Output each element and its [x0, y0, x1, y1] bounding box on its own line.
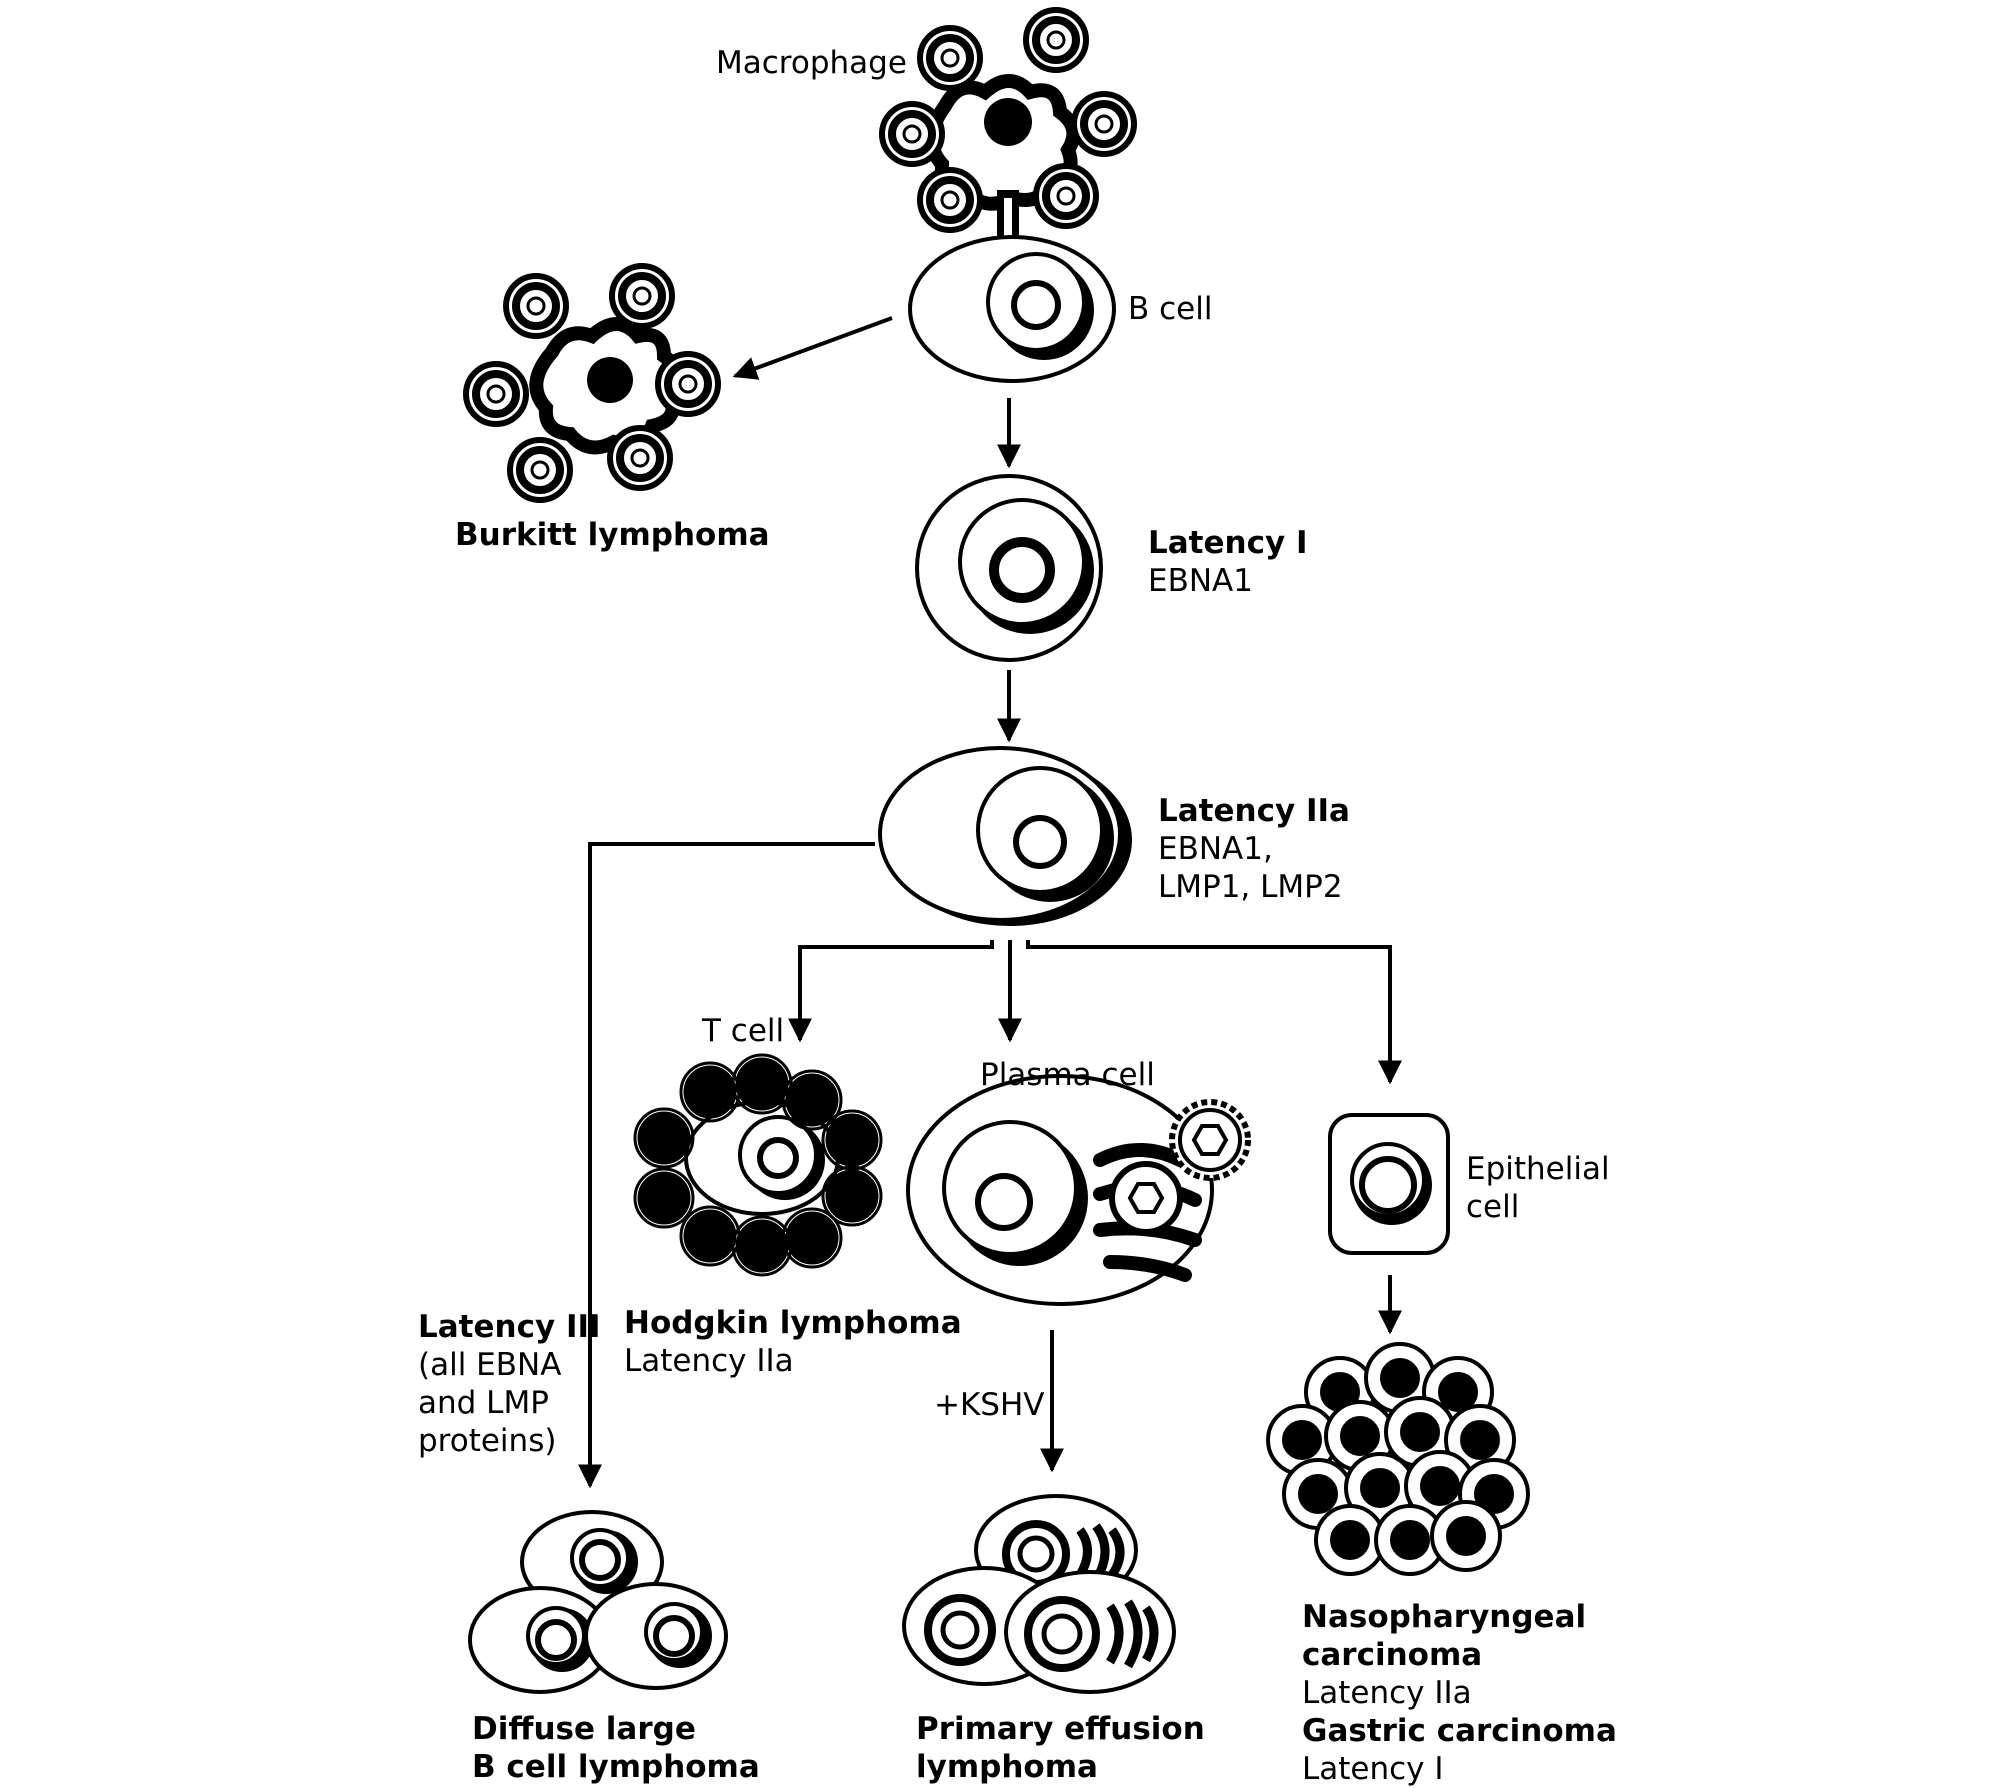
- branch-line: [788, 940, 994, 1043]
- label-dlbcl: Diffuse large B cell lymphoma: [472, 1710, 760, 1786]
- pel-line-2: lymphoma: [916, 1749, 1098, 1785]
- dlbcl-line-2: B cell lymphoma: [472, 1749, 760, 1785]
- label-macrophage: Macrophage: [716, 45, 907, 81]
- label-kshv: +KSHV: [934, 1387, 1045, 1423]
- dlbcl-line-1: Diffuse large: [472, 1711, 696, 1747]
- label-pel: Primary effusion lymphoma: [916, 1710, 1205, 1786]
- npc-line-2: carcinoma: [1302, 1637, 1483, 1673]
- latency3-line-3: proteins): [418, 1423, 557, 1459]
- plasma-cell: [906, 1074, 1251, 1306]
- arrow-bcell-to-burkitt: [732, 316, 893, 380]
- latency2a-genes-2: LMP1, LMP2: [1158, 869, 1343, 905]
- gastric-title: Gastric carcinoma: [1302, 1713, 1617, 1749]
- hodgkin-latency: Latency IIa: [624, 1343, 794, 1379]
- pel-cluster: [902, 1494, 1176, 1694]
- epithelial-line-2: cell: [1466, 1189, 1520, 1225]
- pel-line-1: Primary effusion: [916, 1711, 1205, 1747]
- b-cell: [908, 235, 1116, 383]
- label-t-cell: T cell: [702, 1013, 785, 1049]
- latency1-title: Latency I: [1148, 525, 1308, 561]
- latency1-cell: [915, 474, 1103, 662]
- label-plasma-cell: Plasma cell: [980, 1057, 1155, 1093]
- label-latency2a: Latency IIa EBNA1, LMP1, LMP2: [1158, 792, 1350, 906]
- latency3-title: Latency III: [418, 1309, 601, 1345]
- flow-arrows: [578, 316, 1402, 1489]
- hodgkin-title: Hodgkin lymphoma: [624, 1305, 962, 1341]
- label-b-cell: B cell: [1128, 291, 1213, 327]
- latency2a-title: Latency IIa: [1158, 793, 1350, 829]
- latency3-line-2: and LMP: [418, 1385, 549, 1421]
- arrow-to-epithelial: [1026, 940, 1402, 1085]
- dlbcl-cluster: [468, 1510, 728, 1694]
- arrow-latency2a-to-dlbcl: [578, 842, 875, 1489]
- npc-latency: Latency IIa: [1302, 1675, 1472, 1711]
- epithelial-line-1: Epithelial: [1466, 1151, 1610, 1187]
- latency1-genes: EBNA1: [1148, 563, 1253, 599]
- latency2a-cell: [878, 746, 1132, 926]
- carcinoma-cluster: [1266, 1342, 1530, 1576]
- macrophage-cell: [879, 7, 1137, 240]
- label-latency3: Latency III (all EBNA and LMP proteins): [418, 1308, 601, 1460]
- latency2a-genes-1: EBNA1,: [1158, 831, 1273, 867]
- label-burkitt-lymphoma: Burkitt lymphoma: [455, 517, 770, 553]
- burkitt-cluster: [463, 263, 721, 503]
- label-carcinomas: Nasopharyngeal carcinoma Latency IIa Gas…: [1302, 1598, 1617, 1788]
- label-hodgkin: Hodgkin lymphoma Latency IIa: [624, 1304, 962, 1380]
- hodgkin-cluster: [633, 1053, 883, 1277]
- gastric-latency: Latency I: [1302, 1751, 1444, 1787]
- label-latency1: Latency I EBNA1: [1148, 524, 1308, 600]
- label-epithelial-cell: Epithelial cell: [1466, 1150, 1610, 1226]
- epithelial-cell: [1328, 1113, 1450, 1255]
- npc-line-1: Nasopharyngeal: [1302, 1599, 1587, 1635]
- latency3-line-1: (all EBNA: [418, 1347, 562, 1383]
